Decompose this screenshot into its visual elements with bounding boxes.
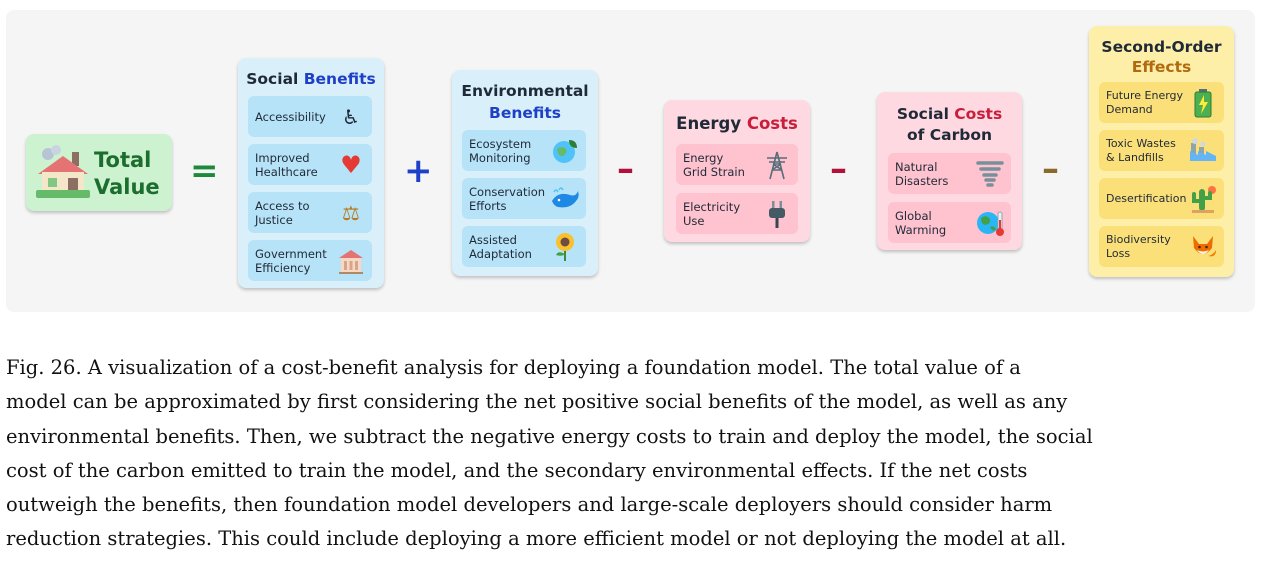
- minus-operator-2: –: [830, 149, 847, 189]
- environmental-benefits-accent: Benefits: [489, 104, 561, 122]
- social-item-justice: Access to Justice ⚖: [248, 192, 372, 233]
- env-item-adaptation: Assisted Adaptation: [462, 226, 586, 267]
- scales-icon: ⚖: [342, 200, 360, 225]
- tornado-icon: [975, 159, 1005, 189]
- total-line-2: Value: [94, 175, 160, 199]
- social-benefits-title: Social Benefits: [246, 70, 376, 88]
- second-order-effects-box: Second-Order Effects Future Energy Deman…: [1089, 26, 1234, 277]
- second-item-desertification: Desertification: [1099, 178, 1224, 219]
- social-benefits-accent: Benefits: [303, 70, 376, 88]
- total-line-1: Total: [94, 148, 152, 172]
- diagram-panel: [6, 10, 1255, 312]
- environmental-benefits-title: Environmental Benefits: [452, 80, 598, 124]
- equals-operator: =: [190, 151, 219, 191]
- plug-icon: [762, 199, 792, 229]
- cactus-icon: [1188, 184, 1218, 214]
- second-item-toxic-wastes: Toxic Wastes & Landfills: [1099, 130, 1224, 171]
- battery-charging-icon: [1188, 88, 1218, 118]
- house-with-smoke-icon: [36, 145, 90, 198]
- social-costs-carbon-title: Social Costs of Carbon: [896, 105, 1003, 144]
- caption-line: reduction strategies. This could include…: [6, 527, 1067, 551]
- globe-leaf-icon: [550, 136, 580, 166]
- plus-operator: +: [404, 151, 433, 191]
- whale-icon: [550, 184, 580, 214]
- social-costs-accent: Costs: [954, 105, 1003, 123]
- wheelchair-icon: ♿: [342, 104, 360, 129]
- sunflower-icon: [550, 232, 580, 262]
- energy-item-electricity: Electricity Use: [676, 193, 798, 234]
- power-tower-icon: [762, 150, 792, 180]
- caption-line: Fig. 26. A visualization of a cost-benef…: [6, 356, 1021, 379]
- government-building-icon: [336, 246, 366, 276]
- energy-costs-box: Energy Costs Energy Grid Strain Electric…: [664, 100, 810, 242]
- second-item-biodiversity: Biodiversity Loss: [1099, 226, 1224, 267]
- social-benefits-box: Social Benefits Accessibility ♿ Improved…: [238, 58, 384, 288]
- total-value-label: Total Value: [94, 147, 166, 201]
- figure-caption: Fig. 26. A visualization of a cost-benef…: [6, 351, 1258, 557]
- energy-costs-title: Energy Costs: [676, 114, 798, 133]
- carbon-item-global-warming: Global Warming: [888, 202, 1011, 243]
- caption-line: model can be approximated by first consi…: [6, 390, 1068, 414]
- social-item-accessibility: Accessibility ♿: [248, 96, 372, 137]
- minus-operator-1: –: [617, 149, 634, 189]
- social-costs-carbon-box: Social Costs of Carbon Natural Disasters…: [877, 92, 1022, 250]
- energy-item-grid-strain: Energy Grid Strain: [676, 144, 798, 185]
- hot-earth-icon: [975, 208, 1005, 238]
- caption-line: outweigh the benefits, then foundation m…: [6, 493, 1053, 517]
- energy-costs-accent: Costs: [746, 114, 798, 133]
- total-value-box: Total Value: [26, 134, 172, 211]
- social-item-healthcare: Improved Healthcare ♥: [248, 144, 372, 185]
- second-order-accent: Effects: [1131, 58, 1192, 76]
- second-item-energy-demand: Future Energy Demand: [1099, 82, 1224, 123]
- carbon-item-natural-disasters: Natural Disasters: [888, 153, 1011, 194]
- fox-icon: [1188, 232, 1218, 262]
- minus-operator-3: –: [1042, 149, 1059, 189]
- caption-line: environmental benefits. Then, we subtrac…: [6, 424, 1093, 448]
- environmental-benefits-box: Environmental Benefits Ecosystem Monitor…: [452, 70, 598, 276]
- factory-icon: [1188, 136, 1218, 166]
- env-item-ecosystem: Ecosystem Monitoring: [462, 130, 586, 171]
- heart-pulse-icon: ♥: [340, 150, 362, 179]
- caption-line: cost of the carbon emitted to train the …: [6, 458, 1028, 482]
- social-item-government: Government Efficiency: [248, 240, 372, 281]
- env-item-conservation: Conservation Efforts: [462, 178, 586, 219]
- second-order-effects-title: Second-Order Effects: [1089, 37, 1234, 77]
